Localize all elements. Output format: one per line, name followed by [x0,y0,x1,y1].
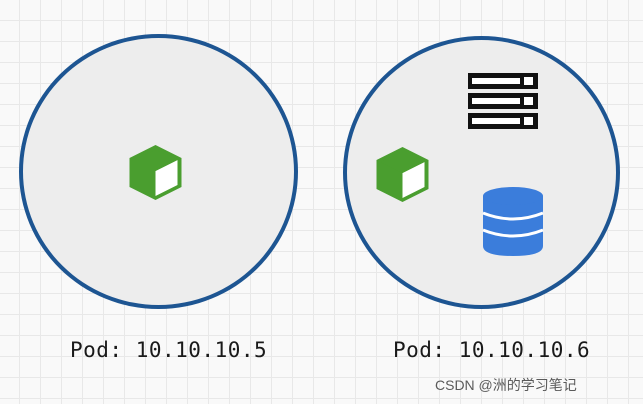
server-rack-icon [468,73,538,129]
container-cube-icon [376,147,429,202]
pod-label-1: Pod: 10.10.10.5 [70,338,268,362]
watermark: CSDN @洲的学习笔记 [435,377,577,393]
pod-label-2: Pod: 10.10.10.6 [393,338,591,362]
container-cube-icon [129,145,182,200]
database-icon [482,187,544,256]
